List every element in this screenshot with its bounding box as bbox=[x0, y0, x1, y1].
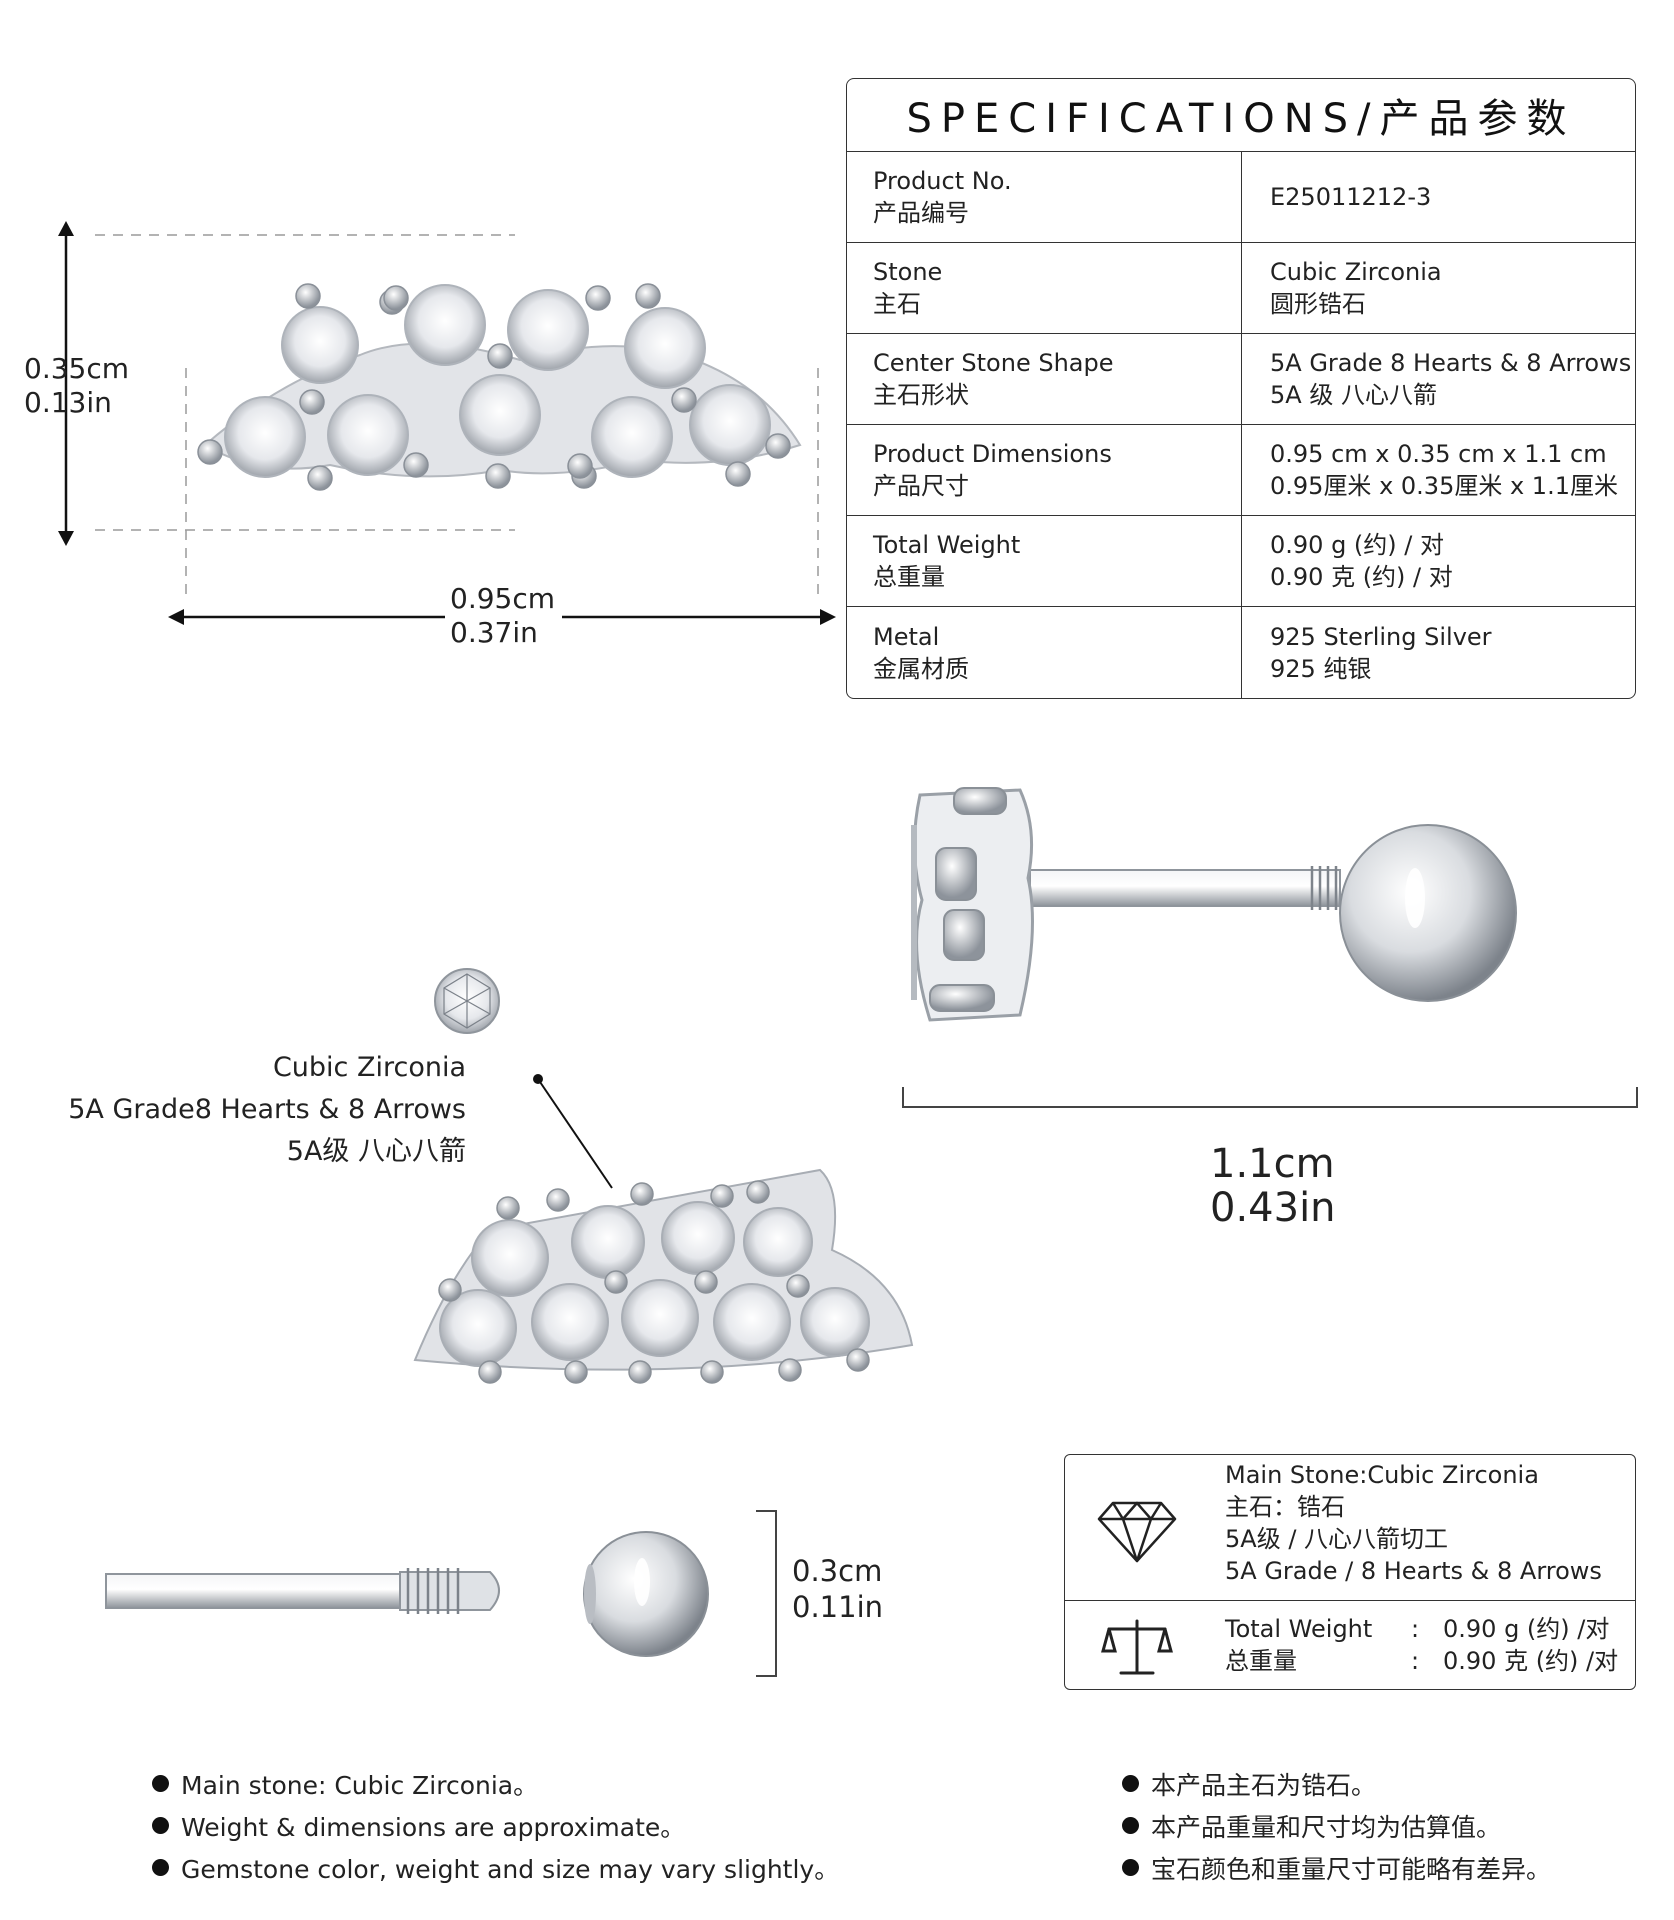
spec-label-en: Total Weight bbox=[873, 531, 1021, 559]
spec-value-line1: 0.95 cm x 0.35 cm x 1.1 cm bbox=[1270, 440, 1607, 468]
diamond-icon bbox=[1097, 1501, 1177, 1563]
main-stone-line1: Main Stone:Cubic Zirconia bbox=[1225, 1461, 1539, 1489]
width-in-label: 0.37in bbox=[450, 616, 538, 649]
height-in-label: 0.13in bbox=[24, 386, 112, 419]
spec-value-line1: 5A Grade 8 Hearts & 8 Arrows bbox=[1270, 349, 1632, 377]
main-stone-section: Main Stone:Cubic Zirconia 主石：锆石 5A级 / 八心… bbox=[1065, 1455, 1635, 1601]
main-stone-line2: 主石：锆石 bbox=[1225, 1493, 1345, 1521]
bullet-icon bbox=[1122, 1775, 1139, 1792]
earring-front-dimension-diagram: 0.35cm 0.13in 0.95cm 0.37in bbox=[24, 221, 836, 649]
height-cm-label: 0.35cm bbox=[24, 352, 129, 385]
spec-value-line1: E25011212-3 bbox=[1270, 183, 1432, 211]
bullet-icon bbox=[1122, 1817, 1139, 1834]
spec-row: Product No. 产品编号 E25011212-3 bbox=[847, 152, 1635, 243]
spec-value-cell: 925 Sterling Silver 925 纯银 bbox=[1242, 607, 1635, 698]
spec-label-cn: 主石 bbox=[873, 290, 921, 318]
spec-value-line1: Cubic Zirconia bbox=[1270, 258, 1442, 286]
ball-cm-label: 0.3cm bbox=[792, 1554, 883, 1588]
bullet-icon bbox=[152, 1775, 169, 1792]
spec-value-line1: 925 Sterling Silver bbox=[1270, 622, 1492, 651]
spec-label-cn: 金属材质 bbox=[873, 654, 969, 683]
weight-label-cn: 总重量 bbox=[1225, 1647, 1297, 1675]
spec-label-cell: Stone 主石 bbox=[847, 243, 1242, 333]
note-cn-2: 本产品重量和尺寸均为估算值。 bbox=[1122, 1808, 1501, 1844]
spec-label-cell: Total Weight 总重量 bbox=[847, 516, 1242, 606]
weight-separator-1: : bbox=[1411, 1615, 1420, 1643]
main-stone-line4: 5A Grade / 8 Hearts & 8 Arrows bbox=[1225, 1557, 1602, 1585]
post-and-ball-back-diagram bbox=[105, 1510, 777, 1677]
spec-label-cell: Product No. 产品编号 bbox=[847, 152, 1242, 242]
spec-value-cell: Cubic Zirconia 圆形锆石 bbox=[1242, 243, 1635, 333]
spec-label-en: Product Dimensions bbox=[873, 440, 1112, 468]
specifications-title: SPECIFICATIONS/产品参数 bbox=[847, 79, 1635, 152]
spec-value-cell: 5A Grade 8 Hearts & 8 Arrows 5A 级 八心八箭 bbox=[1242, 334, 1635, 424]
spec-row: Stone 主石 Cubic Zirconia 圆形锆石 bbox=[847, 243, 1635, 334]
bullet-icon bbox=[152, 1859, 169, 1876]
spec-label-en: Product No. bbox=[873, 167, 1012, 195]
spec-value-cell: E25011212-3 bbox=[1242, 152, 1635, 242]
spec-value-line2: 圆形锆石 bbox=[1270, 290, 1366, 318]
length-in-label: 0.43in bbox=[1210, 1185, 1336, 1231]
stone-weight-info-box: Main Stone:Cubic Zirconia 主石：锆石 5A级 / 八心… bbox=[1064, 1454, 1636, 1690]
spec-value-cell: 0.90 g (约) / 对 0.90 克 (约) / 对 bbox=[1242, 516, 1635, 606]
weight-value-cn: 0.90 克 (约) /对 bbox=[1443, 1647, 1619, 1675]
note-cn-3: 宝石颜色和重量尺寸可能略有差异。 bbox=[1122, 1850, 1551, 1886]
spec-label-cn: 主石形状 bbox=[873, 381, 969, 409]
weight-separator-2: : bbox=[1411, 1647, 1420, 1675]
specifications-table: SPECIFICATIONS/产品参数 Product No. 产品编号 E2501… bbox=[846, 78, 1636, 699]
stone-callout-line3: 5A级 八心八箭 bbox=[286, 1136, 466, 1167]
spec-label-en: Metal bbox=[873, 622, 940, 651]
stone-callout-line1: Cubic Zirconia bbox=[272, 1052, 466, 1083]
note-en-1: Main stone: Cubic Zirconia。 bbox=[152, 1766, 538, 1802]
spec-label-cn: 总重量 bbox=[873, 563, 945, 591]
spec-value-cell: 0.95 cm x 0.35 cm x 1.1 cm 0.95厘米 x 0.35厘… bbox=[1242, 425, 1635, 515]
spec-row: Product Dimensions 产品尺寸 0.95 cm x 0.35 cm … bbox=[847, 425, 1635, 516]
spec-value-line2: 5A 级 八心八箭 bbox=[1270, 381, 1437, 409]
main-stone-line3: 5A级 / 八心八箭切工 bbox=[1225, 1525, 1449, 1553]
spec-label-en: Center Stone Shape bbox=[873, 349, 1114, 377]
weight-label-en: Total Weight bbox=[1225, 1615, 1373, 1643]
spec-label-cell: Metal 金属材质 bbox=[847, 607, 1242, 698]
spec-row: Total Weight 总重量 0.90 g (约) / 对 0.90 克 (约) … bbox=[847, 516, 1635, 607]
width-cm-label: 0.95cm bbox=[450, 582, 555, 615]
weight-value-en: 0.90 g (约) /对 bbox=[1443, 1615, 1610, 1643]
spec-label-cn: 产品编号 bbox=[873, 199, 969, 227]
spec-value-line2: 0.90 克 (约) / 对 bbox=[1270, 563, 1453, 591]
total-weight-section: Total Weight 总重量 : : 0.90 g (约) /对 0.90 … bbox=[1065, 1601, 1635, 1689]
note-en-2: Weight & dimensions are approximate。 bbox=[152, 1808, 685, 1844]
earring-side-view bbox=[911, 787, 1517, 1022]
spec-row: Center Stone Shape 主石形状 5A Grade 8 Hearts … bbox=[847, 334, 1635, 425]
spec-label-cell: Product Dimensions 产品尺寸 bbox=[847, 425, 1242, 515]
bullet-icon bbox=[1122, 1859, 1139, 1876]
loose-stone-icon bbox=[434, 968, 500, 1034]
spec-label-en: Stone bbox=[873, 258, 943, 286]
note-cn-1: 本产品主石为锆石。 bbox=[1122, 1766, 1376, 1802]
spec-row: Metal 金属材质 925 Sterling Silver 925 纯银 bbox=[847, 607, 1635, 698]
stone-callout-line2: 5A Grade8 Hearts & 8 Arrows bbox=[68, 1094, 466, 1125]
ball-in-label: 0.11in bbox=[792, 1590, 884, 1624]
spec-value-line2: 0.95厘米 x 0.35厘米 x 1.1厘米 bbox=[1270, 472, 1618, 500]
bullet-icon bbox=[152, 1817, 169, 1834]
note-en-3: Gemstone color, weight and size may vary… bbox=[152, 1850, 839, 1886]
spec-value-line1: 0.90 g (约) / 对 bbox=[1270, 531, 1444, 559]
length-cm-label: 1.1cm bbox=[1210, 1141, 1335, 1187]
spec-label-cn: 产品尺寸 bbox=[873, 472, 969, 500]
spec-label-cell: Center Stone Shape 主石形状 bbox=[847, 334, 1242, 424]
balance-scale-icon bbox=[1101, 1619, 1173, 1675]
length-bracket bbox=[902, 1087, 1638, 1108]
earring-angled-view bbox=[413, 1074, 914, 1384]
spec-value-line2: 925 纯银 bbox=[1270, 654, 1372, 683]
